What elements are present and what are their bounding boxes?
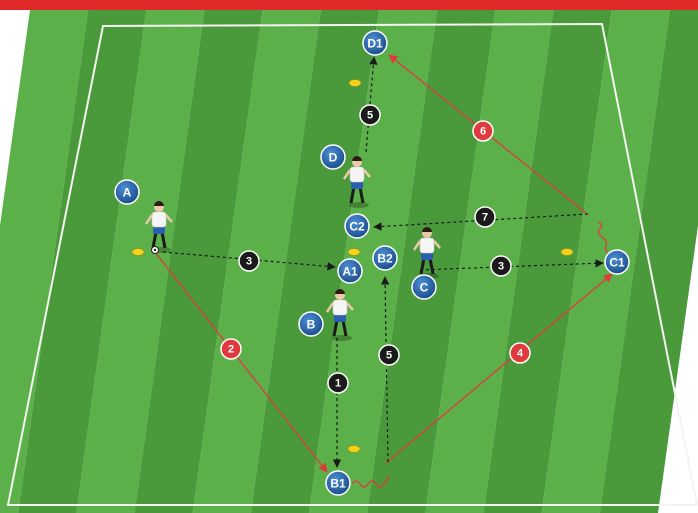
- marker-d: D: [321, 145, 345, 169]
- cone-icon: [349, 80, 361, 87]
- marker-c2: C2: [345, 214, 369, 238]
- marker-label: C1: [609, 256, 625, 270]
- step-label: 5: [367, 110, 373, 122]
- cone-icon: [132, 249, 144, 256]
- marker-a1: A1: [338, 259, 362, 283]
- marker-b: B: [299, 312, 323, 336]
- marker-label: B: [307, 318, 316, 332]
- cone-icon: [348, 446, 360, 453]
- step-label: 7: [482, 212, 488, 224]
- step-s3b: 3: [491, 256, 511, 276]
- step-label: 5: [386, 350, 392, 362]
- step-s4: 4: [510, 343, 530, 363]
- step-label: 1: [335, 378, 341, 390]
- step-label: 3: [498, 261, 504, 273]
- step-s7: 7: [475, 207, 495, 227]
- step-s5a: 5: [379, 345, 399, 365]
- marker-b1: B1: [326, 471, 350, 495]
- marker-c1: C1: [605, 250, 629, 274]
- step-label: 4: [517, 348, 524, 360]
- marker-a: A: [115, 180, 139, 204]
- marker-label: B1: [330, 477, 346, 491]
- step-s3a: 3: [239, 251, 259, 271]
- marker-c: C: [412, 275, 436, 299]
- step-label: 6: [480, 126, 486, 138]
- marker-label: D1: [367, 37, 383, 51]
- ball-icon: [152, 247, 159, 254]
- marker-label: A: [123, 186, 132, 200]
- marker-d1: D1: [363, 31, 387, 55]
- marker-label: D: [329, 151, 338, 165]
- marker-label: A1: [342, 265, 358, 279]
- cone-icon: [348, 249, 360, 256]
- step-s2: 2: [221, 339, 241, 359]
- marker-label: B2: [377, 252, 393, 266]
- step-s1: 1: [328, 373, 348, 393]
- marker-label: C2: [349, 220, 365, 234]
- step-s5b: 5: [360, 105, 380, 125]
- marker-label: C: [420, 281, 429, 295]
- step-s6: 6: [473, 121, 493, 141]
- step-label: 3: [246, 256, 252, 268]
- cone-icon: [561, 249, 573, 256]
- marker-b2: B2: [373, 246, 397, 270]
- step-label: 2: [228, 344, 234, 356]
